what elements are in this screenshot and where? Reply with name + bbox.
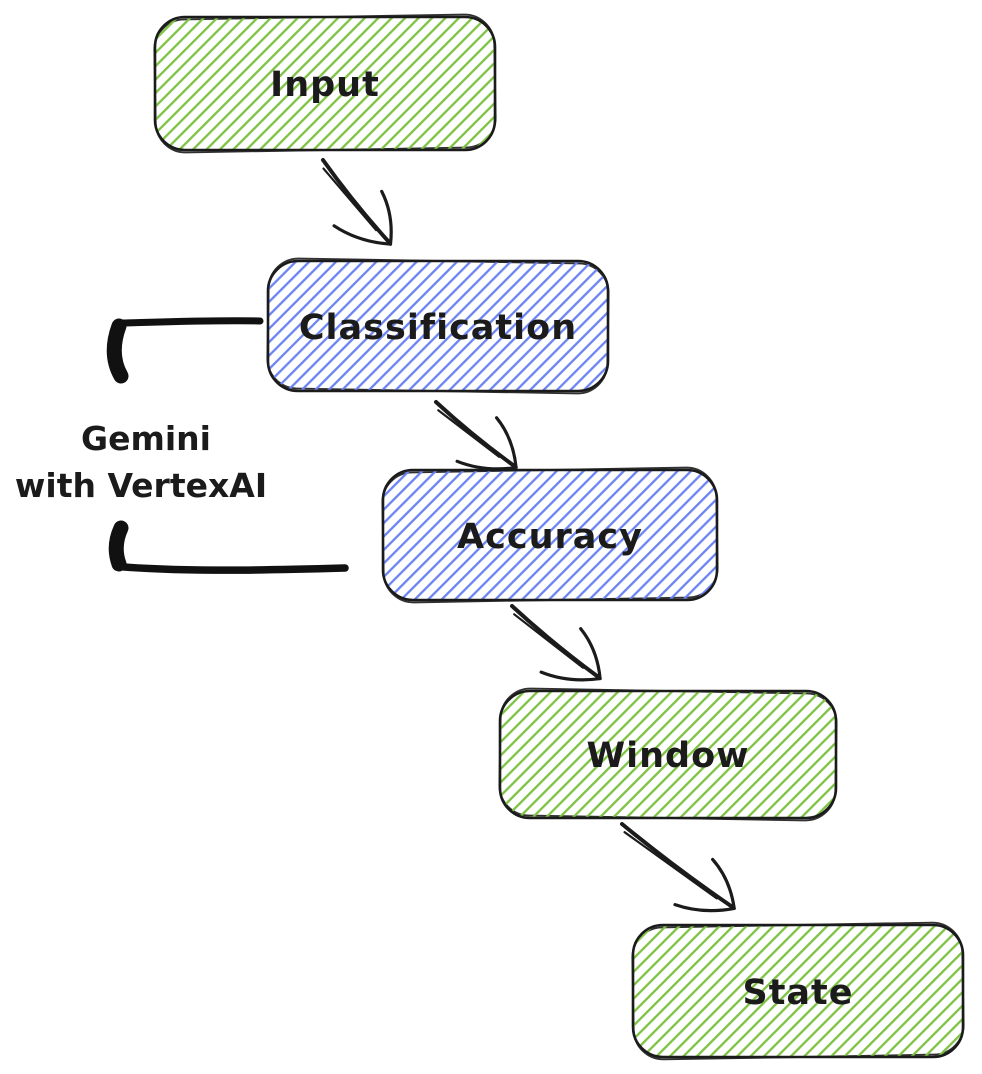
- arrow-classification-to-accuracy: [434, 400, 518, 471]
- node-input-box: [153, 15, 497, 152]
- node-classification-label: Classification: [299, 308, 577, 348]
- node-accuracy-label: Accuracy: [457, 517, 643, 557]
- arrow-accuracy-to-window: [510, 604, 602, 682]
- annotation-bracket-bottom: [108, 520, 349, 574]
- node-input-label: Input: [270, 65, 380, 105]
- node-classification-box: [266, 259, 610, 393]
- node-window-box: [498, 689, 838, 820]
- node-state: State: [631, 921, 965, 1061]
- bracket-bottom-vertical: [108, 520, 129, 572]
- arrow-input-to-classification: [321, 158, 393, 246]
- annotation-gemini-vertexai: Gemini with VertexAI: [15, 419, 267, 505]
- bracket-top-vertical: [106, 318, 129, 384]
- node-state-label: State: [742, 973, 853, 1013]
- annotation-line1: Gemini: [81, 419, 211, 458]
- annotation-bracket-top: [106, 317, 264, 384]
- bracket-bottom-horizontal: [120, 563, 349, 574]
- node-window-label: Window: [587, 736, 750, 776]
- arrow-window-to-state: [620, 822, 736, 913]
- annotation-line2: with VertexAI: [15, 466, 267, 505]
- bracket-top-horizontal: [119, 317, 264, 327]
- node-classification: Classification: [266, 257, 610, 395]
- node-input: Input: [153, 13, 497, 154]
- node-accuracy-box: [381, 468, 719, 602]
- node-state-box: [631, 923, 965, 1059]
- node-accuracy: Accuracy: [381, 466, 719, 604]
- node-window: Window: [498, 687, 838, 822]
